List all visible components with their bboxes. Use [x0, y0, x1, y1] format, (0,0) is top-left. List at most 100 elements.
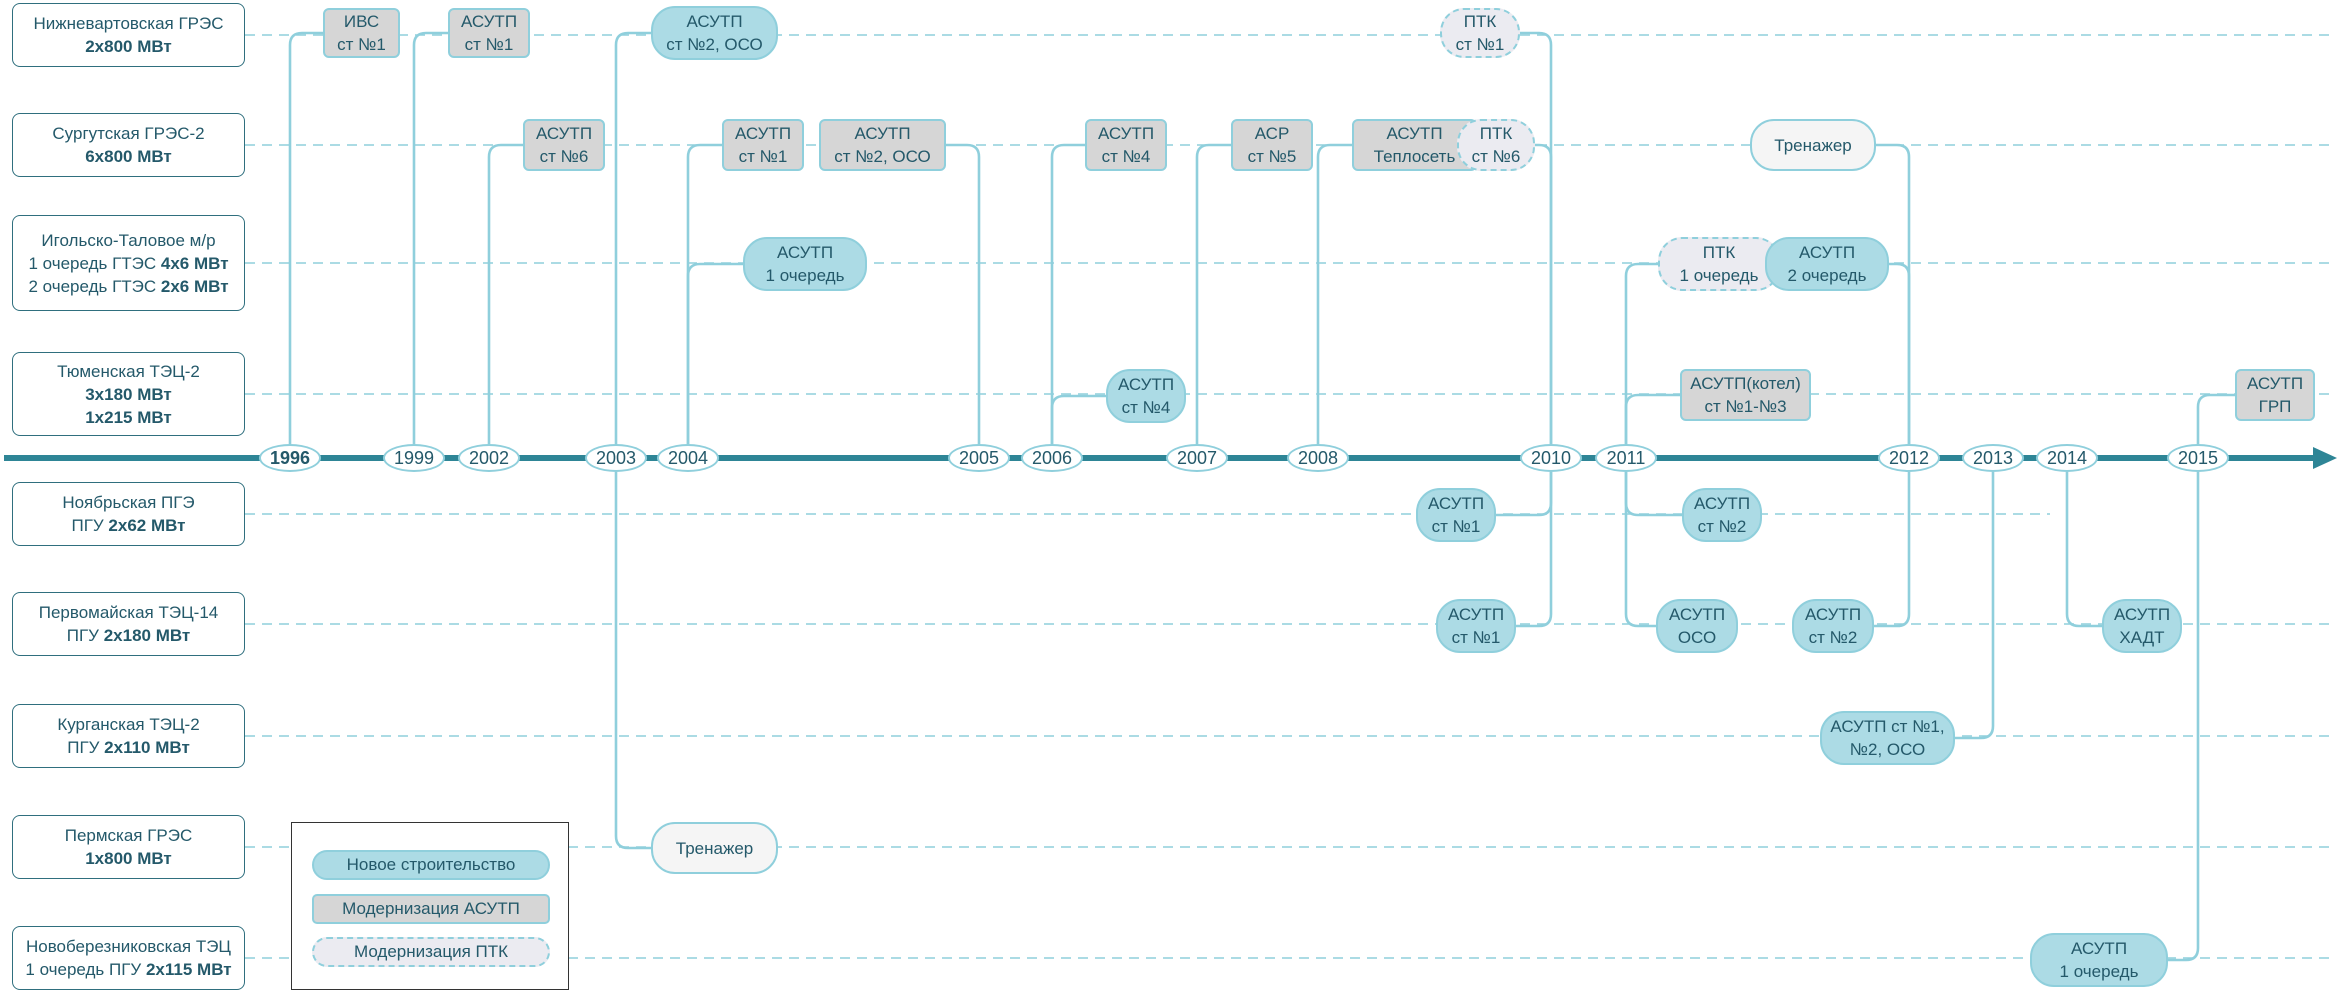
event-connector [487, 143, 524, 444]
station-tyumen-tec-2: Тюменская ТЭЦ-2 3x180 МВт 1x215 МВт [12, 352, 245, 436]
event-connector [1050, 143, 1086, 444]
event-subtitle: ст №1 [464, 35, 514, 54]
year-2002: 2002 [458, 444, 520, 472]
event-connector [945, 143, 981, 444]
event-subtitle: ст №1 [1431, 517, 1481, 536]
event-subtitle: ст №1 [1455, 35, 1505, 54]
event-asutp-st2-oso-sgres2[interactable]: АСУТП ст №2, ОСО [819, 119, 946, 171]
event-title: ПТК [1463, 12, 1497, 31]
event-connector [288, 31, 324, 444]
event-title: Тренажер [675, 838, 754, 858]
event-asutp-queue2-igolsk[interactable]: АСУТП 2 очередь [1765, 237, 1889, 291]
event-trenazher-perm[interactable]: Тренажер [651, 822, 778, 874]
event-connector [1495, 472, 1553, 517]
event-title: АСУТП ст №1, [1830, 717, 1945, 736]
event-title: АСУТП [1386, 124, 1443, 143]
event-connector [1534, 143, 1553, 444]
station-perm-gres: Пермская ГРЭС 1x800 МВт [12, 815, 245, 879]
year-2007: 2007 [1166, 444, 1228, 472]
event-trenazher-sgres2[interactable]: Тренажер [1750, 119, 1876, 171]
event-connector [1624, 472, 1683, 517]
station-name: Новоберезниковская ТЭЦ [25, 937, 232, 956]
event-title: ПТК [1479, 124, 1513, 143]
year-2003: 2003 [585, 444, 647, 472]
station-surgut-gres-2: Сургутская ГРЭС-2 6x800 МВт [12, 113, 245, 177]
event-title: АСУТП [1097, 124, 1155, 143]
event-subtitle: ХАДТ [2119, 628, 2165, 647]
event-asutp-queue1-novober[interactable]: АСУТП 1 очередь [2030, 933, 2168, 987]
event-asutp-grp[interactable]: АСУТП ГРП [2235, 369, 2315, 421]
event-title: АСУТП [2246, 374, 2304, 393]
station-capacity: 2x800 МВт [85, 37, 172, 56]
event-subtitle: ГРП [2258, 397, 2292, 416]
event-title: АСР [1254, 124, 1290, 143]
event-connector [2196, 393, 2236, 444]
event-asutp-st1-st2-oso-kurgan2[interactable]: АСУТП ст №1,№2, ОСО [1820, 711, 1955, 765]
event-asutp-queue1-igolsk[interactable]: АСУТП 1 очередь [743, 237, 867, 291]
year-2011: 2011 [1595, 444, 1657, 472]
event-asutp-boiler-st1-3[interactable]: АСУТП(котел) ст №1-№3 [1680, 369, 1811, 421]
event-connector [2167, 472, 2200, 962]
legend-asutp-modernization: Модернизация АСУТП [312, 894, 550, 924]
event-subtitle: ст №4 [1101, 147, 1151, 166]
event-title: АСУТП [854, 124, 911, 143]
event-subtitle: 1 очередь [765, 266, 845, 285]
station-capacity: 2x6 МВт [160, 276, 229, 296]
event-connector [1624, 262, 1659, 444]
event-title: АСУТП [776, 243, 834, 262]
event-asutp-st1-noyabr[interactable]: АСУТП ст №1 [1416, 488, 1496, 542]
event-subtitle: ст №1-№3 [1704, 397, 1787, 416]
station-capacity: 2x115 МВт [145, 960, 232, 979]
event-title: АСУТП [1693, 494, 1751, 513]
event-subtitle: ст №2, ОСО [834, 147, 931, 166]
event-subtitle: Теплосеть [1373, 147, 1456, 166]
event-title: Тренажер [1774, 135, 1852, 155]
event-title: АСУТП [1798, 243, 1856, 262]
station-capacity: 3x180 МВт [85, 384, 172, 404]
event-title: ИВС [343, 12, 380, 31]
station-name: Нижневартовская ГРЭС [33, 14, 224, 33]
event-asutp-teploset[interactable]: АСУТП Теплосеть [1352, 119, 1477, 171]
event-ivs-st1[interactable]: ИВС ст №1 [323, 8, 400, 58]
event-connector [1624, 472, 1657, 628]
event-title: АСУТП(котел) [1690, 374, 1801, 393]
legend-new-construction: Новое строительство [312, 850, 550, 880]
station-capacity: 2x62 МВт [108, 516, 186, 535]
station-noyabrsk-pge: Ноябрьская ПГЭ ПГУ 2x62 МВт [12, 482, 245, 546]
event-title: АСУТП [2070, 939, 2128, 958]
year-2014: 2014 [2036, 444, 2098, 472]
event-ptk-st1-nvgres[interactable]: ПТК ст №1 [1440, 8, 1520, 58]
event-subtitle: ст №1 [337, 35, 386, 54]
event-connector [614, 31, 652, 444]
event-subtitle: 1 очередь [2059, 962, 2139, 981]
event-title: АСУТП [1427, 494, 1485, 513]
year-2008: 2008 [1287, 444, 1349, 472]
event-title: АСУТП [686, 12, 743, 31]
station-name: Сургутская ГРЭС-2 [52, 124, 205, 143]
event-connector [1515, 472, 1553, 628]
station-detail: ПГУ [66, 626, 104, 645]
event-connector [2065, 472, 2103, 628]
event-asutp-st4-sgres2[interactable]: АСУТП ст №4 [1085, 119, 1167, 171]
station-capacity: 4x6 МВт [160, 253, 229, 273]
event-subtitle: 2 очередь [1787, 266, 1867, 285]
station-detail: ПГУ [71, 516, 109, 535]
event-connector [1519, 31, 1553, 444]
year-2006: 2006 [1021, 444, 1083, 472]
station-name: Игольско-Таловое м/р [41, 230, 216, 250]
event-connector [1888, 262, 1911, 444]
legend-ptk-modernization: Модернизация ПТК [312, 937, 550, 967]
